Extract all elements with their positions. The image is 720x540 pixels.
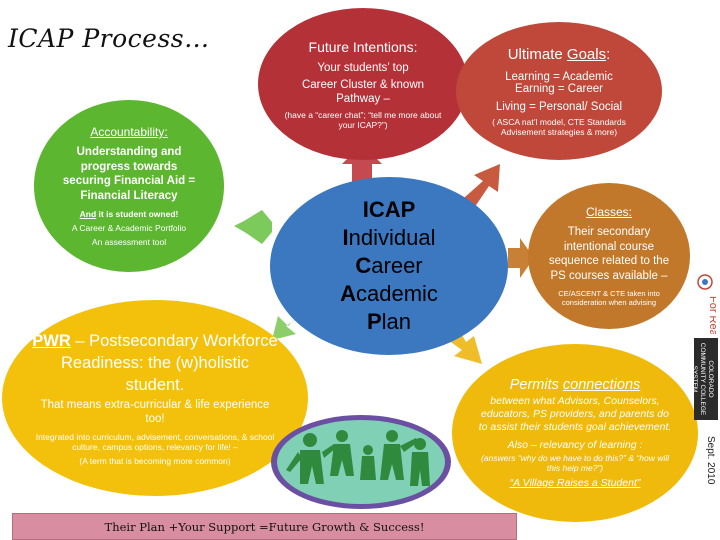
goals-line3: Living = Personal/ Social: [495, 100, 623, 113]
side-date: Sept. 2010: [705, 436, 716, 485]
goals-heading-c: :: [606, 45, 611, 63]
page-title: ICAP Process…: [8, 24, 210, 53]
classes-bubble: Classes: Their secondary intentional cou…: [528, 183, 690, 329]
pwr-line2: That means extra-curricular & life exper…: [40, 399, 270, 425]
icap-center-bubble: ICAP Individual Career Academic Plan: [270, 177, 508, 355]
future-intentions-bubble: Future Intentions: Your students’ top Ca…: [258, 8, 468, 160]
letter-c: C: [355, 253, 372, 278]
icap-line-individual: Individual: [343, 224, 436, 252]
letter-i: I: [342, 225, 349, 250]
future-line2: Career Cluster & known Pathway –: [301, 78, 425, 105]
accountability-body: Understanding and progress towards secur…: [62, 146, 196, 202]
goals-heading-a: Ultimate: [507, 45, 567, 63]
icap-line-plan: Plan: [367, 308, 411, 336]
letter-p: P: [366, 309, 382, 334]
pwr-line3: Integrated into curriculum, advisement, …: [35, 432, 275, 452]
classes-heading: Classes:: [585, 205, 632, 219]
goals-heading: Ultimate Goals:: [508, 46, 611, 63]
pwr-heading: PWR – Postsecondary Workforce Readiness:…: [30, 330, 280, 396]
word-academic: cademic: [355, 281, 438, 306]
accountability-heading: Accountability:: [90, 125, 168, 139]
arrow-to-classes: [508, 238, 534, 278]
accountability-line4: An assessment tool: [91, 237, 167, 247]
pwr-acronym: PWR: [32, 332, 71, 350]
ultimate-goals-bubble: Ultimate Goals: Learning = Academic Earn…: [456, 22, 662, 160]
accountability-and: And: [79, 209, 97, 219]
college-system-text: COLORADO COMMUNITY COLLEGE SYSTEM: [691, 342, 714, 416]
icap-line-career: Career: [355, 252, 422, 280]
word-career: areer: [371, 253, 423, 278]
arrow-to-pwr: [272, 314, 300, 340]
college-system-logo: COLORADO COMMUNITY COLLEGE SYSTEM: [691, 338, 718, 420]
village-illustration: [270, 414, 452, 510]
accountability-bubble: Accountability: Understanding and progre…: [34, 100, 224, 272]
future-line1: Your students’ top: [317, 61, 409, 74]
permits-body: between what Advisors, Counselors, educa…: [478, 395, 672, 433]
permits-line2: Also – relevancy of learning :: [507, 439, 643, 451]
classes-body: Their secondary intentional course seque…: [548, 226, 670, 282]
pwr-heading-text: – Postsecondary Workforce Readiness: the…: [61, 332, 278, 394]
accountability-line2: And it is student owned!: [80, 209, 179, 219]
word-individual: ndividual: [348, 225, 436, 250]
goals-heading-b: Goals: [566, 45, 607, 63]
pwr-bubble: PWR – Postsecondary Workforce Readiness:…: [2, 300, 308, 496]
permits-heading-b: connections: [562, 377, 641, 393]
future-note: (have a “career chat”; “tell me more abo…: [284, 109, 442, 130]
for-real-logo: For Real: [694, 274, 719, 338]
footer-banner: Their Plan +Your Support =Future Growth …: [12, 513, 517, 540]
accountability-line3: A Career & Academic Portfolio: [71, 223, 187, 233]
permits-heading-a: Permits: [509, 377, 563, 393]
icap-line-academic: Academic: [340, 280, 438, 308]
classes-note: CE/ASCENT & CTE taken into consideration…: [558, 289, 660, 307]
icap-title: ICAP: [363, 196, 416, 224]
for-real-text: For Real: [707, 296, 716, 334]
permits-heading: Permits connections: [510, 377, 641, 393]
goals-line1: Learning = Academic: [505, 70, 613, 83]
accountability-owned: it is student owned!: [96, 209, 179, 219]
goals-note: ( ASCA nat’l model, CTE Standards Advise…: [492, 116, 626, 137]
permits-link: “A Village Raises a Student”: [509, 477, 641, 489]
icap-acronym: ICAP: [362, 197, 416, 222]
word-plan: lan: [381, 309, 412, 334]
permits-connections-bubble: Permits connections between what Advisor…: [452, 344, 698, 522]
goals-line2: Earning = Career: [515, 82, 603, 95]
letter-a: A: [340, 281, 356, 306]
pwr-line4: (A term that is becoming more common): [79, 456, 231, 466]
future-heading: Future Intentions:: [308, 38, 418, 55]
permits-line3: (answers “why do we have to do this?” & …: [480, 453, 670, 473]
